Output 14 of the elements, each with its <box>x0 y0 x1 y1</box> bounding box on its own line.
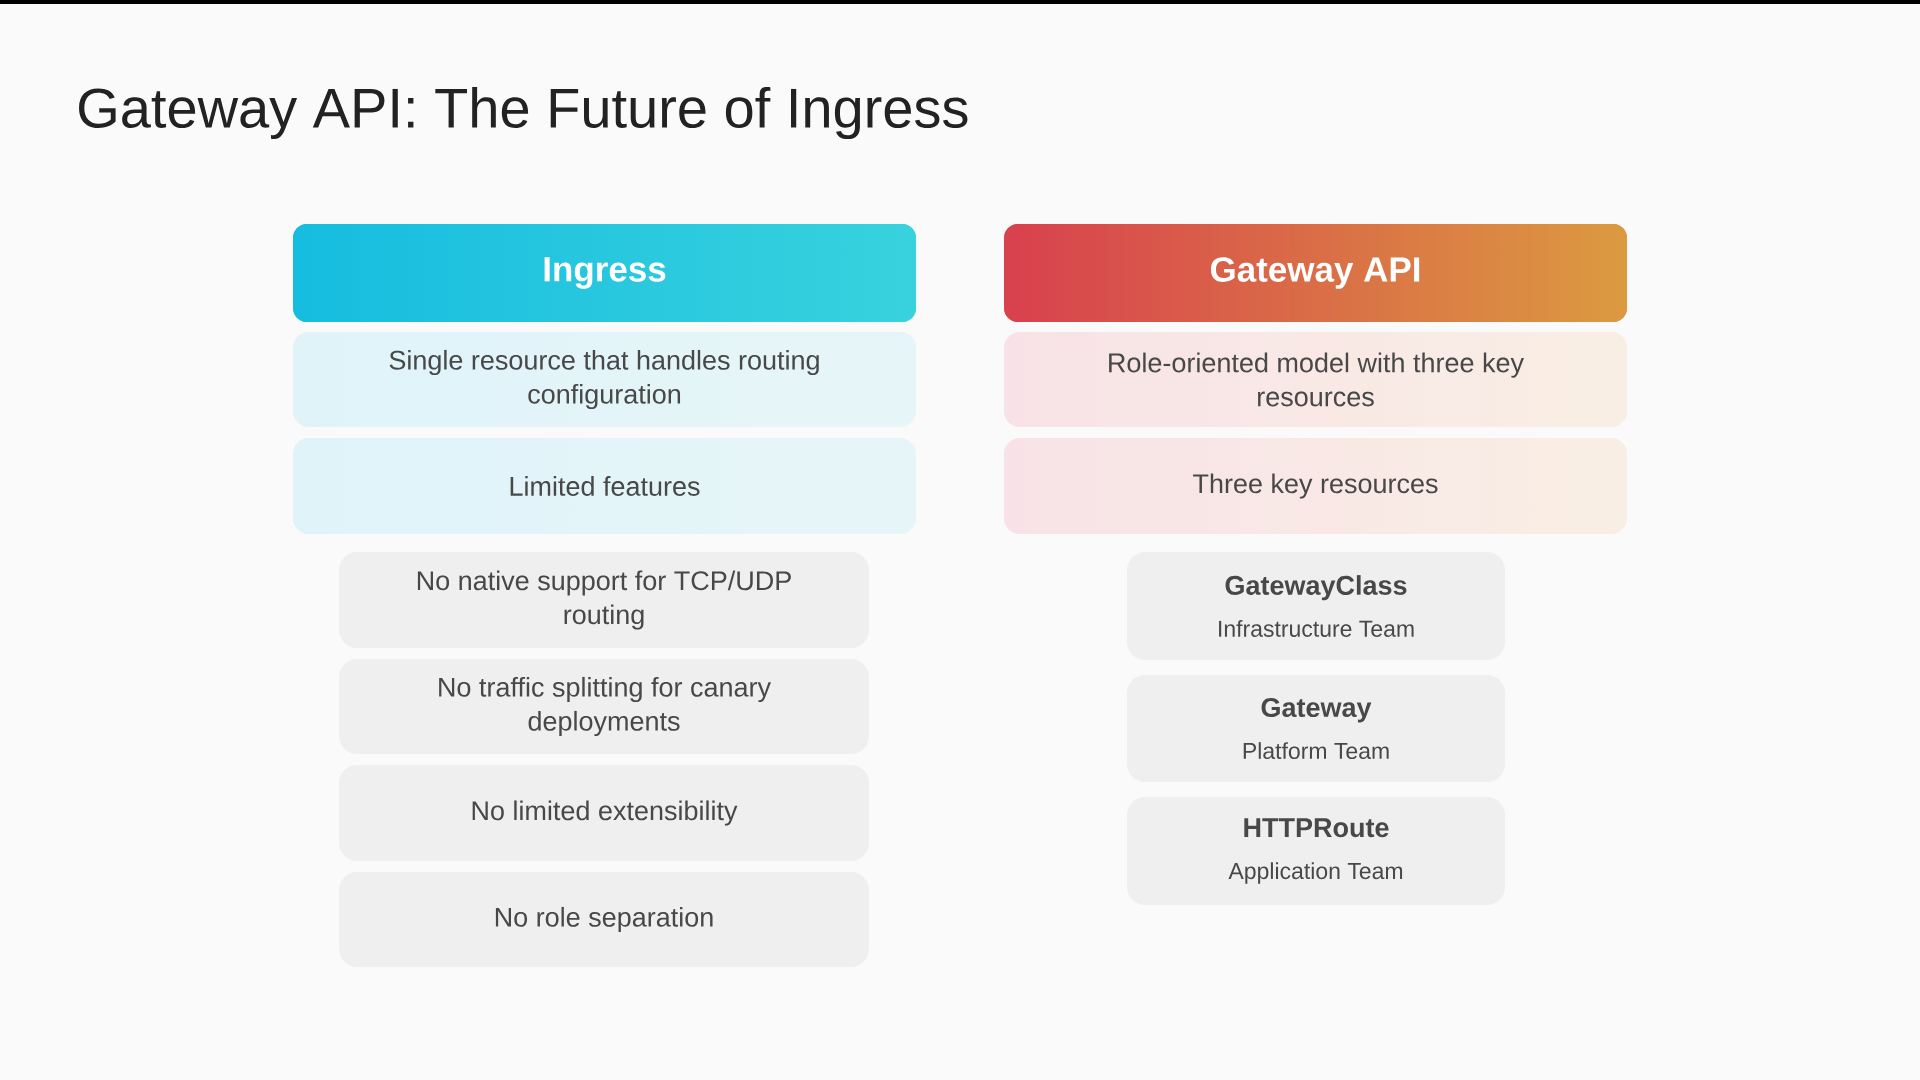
limitation-box: No traffic splitting for canary deployments <box>339 659 869 754</box>
summary-text: Three key resources <box>1193 473 1438 499</box>
limitation-box: No role separation <box>339 872 869 967</box>
limitation-box: No native support for TCP/UDP routing <box>339 552 869 648</box>
resource-card: Gateway Platform Team <box>1127 675 1505 782</box>
limitation-box: No limited extensibility <box>339 765 869 861</box>
summary-text: Role-oriented model with three key resources <box>1109 352 1524 407</box>
summary-text: Single resource that handles routing configuration <box>389 349 819 410</box>
column-title: Ingress <box>544 257 666 289</box>
column-title: Gateway API <box>1210 257 1420 289</box>
resource-card: GatewayClass Infrastructure Team <box>1127 552 1505 660</box>
summary-text: Limited features <box>510 476 700 496</box>
slide-title: Gateway API: The Future of Ingress <box>79 86 968 140</box>
resource-card: HTTPRoute Application Team <box>1127 797 1505 905</box>
